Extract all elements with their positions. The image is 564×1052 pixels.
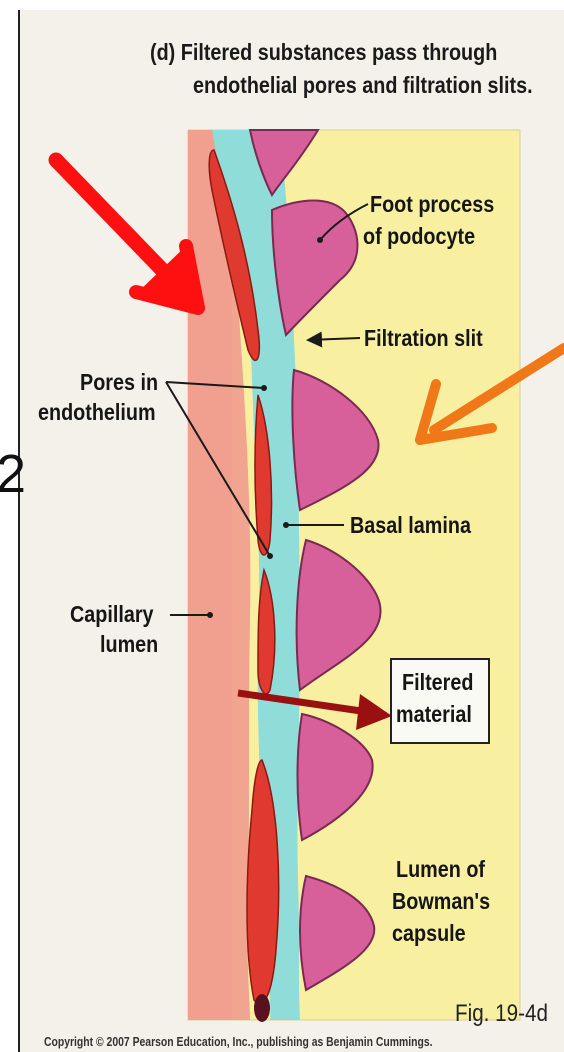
- red-annotation-arrow: [56, 160, 202, 312]
- figure-title-line2: endothelial pores and filtration slits.: [150, 69, 511, 102]
- figure-title-line1: (d) Filtered substances pass through: [150, 36, 511, 69]
- copyright-notice: Copyright © 2007 Pearson Education, Inc.…: [44, 1034, 432, 1049]
- figure-number: Fig. 19-4d: [455, 1000, 548, 1028]
- label-material: material: [396, 700, 472, 728]
- label-pores-in: Pores in: [80, 368, 158, 396]
- stray-character: 2: [0, 444, 26, 504]
- endothelial-nucleus: [254, 994, 270, 1022]
- label-of-podocyte: of podocyte: [363, 222, 475, 250]
- label-lumen: lumen: [100, 630, 158, 658]
- label-capillary: Capillary: [70, 600, 154, 628]
- label-filtered: Filtered: [402, 668, 473, 696]
- label-foot-process: Foot process: [370, 190, 494, 218]
- figure-title: (d) Filtered substances pass through end…: [150, 36, 511, 102]
- label-capsule: capsule: [392, 919, 466, 947]
- label-filtration-slit: Filtration slit: [364, 324, 483, 352]
- label-endothelium: endothelium: [38, 398, 156, 426]
- label-bowmans: Bowman's: [392, 887, 490, 915]
- label-basal-lamina: Basal lamina: [350, 511, 471, 539]
- label-lumen-of: Lumen of: [396, 855, 485, 883]
